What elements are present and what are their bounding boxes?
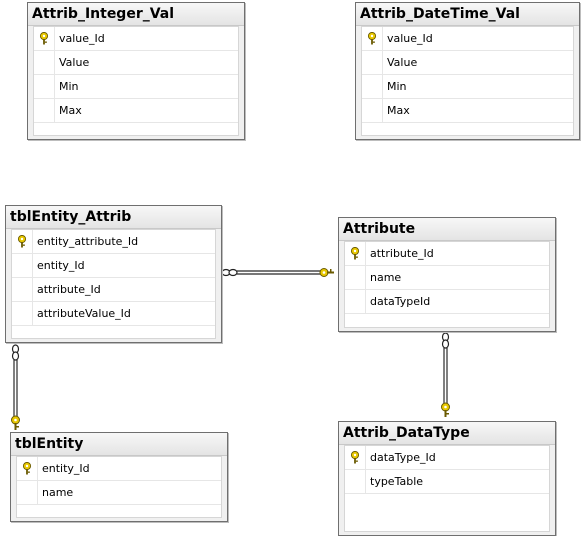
column-row[interactable]: Value	[34, 51, 238, 75]
table-title[interactable]: Attrib_DateTime_Val	[356, 3, 579, 26]
column-name: attributeValue_Id	[37, 307, 131, 320]
column-name: entity_Id	[42, 462, 90, 475]
row-selector[interactable]	[12, 302, 33, 325]
relationship-entity-attrib-to-attribute[interactable]	[221, 268, 334, 277]
primary-key-icon	[367, 32, 377, 45]
column-row[interactable]: dataType_Id	[345, 446, 549, 470]
column-name: entity_Id	[37, 259, 85, 272]
row-selector[interactable]	[345, 446, 366, 469]
row-selector[interactable]	[12, 230, 33, 253]
table-title[interactable]: Attribute	[339, 218, 555, 241]
column-name: Value	[59, 56, 90, 69]
row-selector[interactable]	[345, 290, 366, 313]
column-row[interactable]: value_Id	[362, 27, 573, 51]
primary-key-icon	[17, 235, 27, 248]
column-row[interactable]: Min	[362, 75, 573, 99]
column-row[interactable]: Min	[34, 75, 238, 99]
infinity-icon	[221, 268, 238, 277]
primary-key-icon	[350, 247, 360, 260]
column-name: name	[42, 486, 74, 499]
column-row[interactable]: Max	[362, 99, 573, 123]
primary-key-icon	[39, 32, 49, 45]
table-attrib-datatype[interactable]: Attrib_DataType dataType_Id typeTable	[338, 421, 556, 536]
row-selector[interactable]	[12, 254, 33, 277]
column-list: dataType_Id typeTable	[344, 445, 550, 532]
column-name: dataType_Id	[370, 451, 436, 464]
column-row[interactable]: entity_Id	[12, 254, 215, 278]
table-title[interactable]: tblEntity_Attrib	[6, 206, 221, 229]
infinity-icon	[11, 344, 20, 361]
column-name: entity_attribute_Id	[37, 235, 139, 248]
row-selector[interactable]	[34, 99, 55, 122]
column-row[interactable]: dataTypeId	[345, 290, 549, 314]
row-selector[interactable]	[17, 481, 38, 504]
table-title[interactable]: Attrib_Integer_Val	[28, 3, 244, 26]
key-icon	[441, 402, 450, 417]
column-row[interactable]: attribute_Id	[12, 278, 215, 302]
column-name: dataTypeId	[370, 295, 431, 308]
primary-key-icon	[22, 462, 32, 475]
table-title[interactable]: tblEntity	[11, 433, 227, 456]
row-selector[interactable]	[345, 266, 366, 289]
column-row[interactable]: Max	[34, 99, 238, 123]
column-row[interactable]: entity_Id	[17, 457, 221, 481]
column-name: attribute_Id	[370, 247, 434, 260]
column-row[interactable]: name	[345, 266, 549, 290]
column-name: value_Id	[387, 32, 433, 45]
column-row[interactable]: Value	[362, 51, 573, 75]
relationship-attribute-to-datatype[interactable]	[441, 332, 450, 417]
column-name: typeTable	[370, 475, 424, 488]
column-row[interactable]: name	[17, 481, 221, 505]
column-name: name	[370, 271, 402, 284]
column-row[interactable]: attributeValue_Id	[12, 302, 215, 326]
column-name: Min	[387, 80, 407, 93]
infinity-icon	[441, 332, 450, 349]
column-row[interactable]: attribute_Id	[345, 242, 549, 266]
column-row[interactable]: typeTable	[345, 470, 549, 494]
row-selector[interactable]	[345, 242, 366, 265]
row-selector[interactable]	[362, 51, 383, 74]
column-name: Min	[59, 80, 79, 93]
row-selector[interactable]	[362, 99, 383, 122]
column-name: value_Id	[59, 32, 105, 45]
column-name: Value	[387, 56, 418, 69]
row-selector[interactable]	[34, 27, 55, 50]
column-name: Max	[59, 104, 82, 117]
row-selector[interactable]	[345, 470, 366, 493]
column-list: entity_attribute_Id entity_Id attribute_Id…	[11, 229, 216, 339]
column-row[interactable]: entity_attribute_Id	[12, 230, 215, 254]
row-selector[interactable]	[34, 51, 55, 74]
relationship-entity-attrib-to-entity[interactable]	[11, 344, 20, 430]
table-title[interactable]: Attrib_DataType	[339, 422, 555, 445]
column-name: attribute_Id	[37, 283, 101, 296]
row-selector[interactable]	[17, 457, 38, 480]
row-selector[interactable]	[362, 27, 383, 50]
row-selector[interactable]	[12, 278, 33, 301]
row-selector[interactable]	[362, 75, 383, 98]
primary-key-icon	[350, 451, 360, 464]
column-row[interactable]: value_Id	[34, 27, 238, 51]
row-selector[interactable]	[34, 75, 55, 98]
column-name: Max	[387, 104, 410, 117]
key-icon	[319, 268, 334, 277]
key-icon	[11, 415, 20, 430]
